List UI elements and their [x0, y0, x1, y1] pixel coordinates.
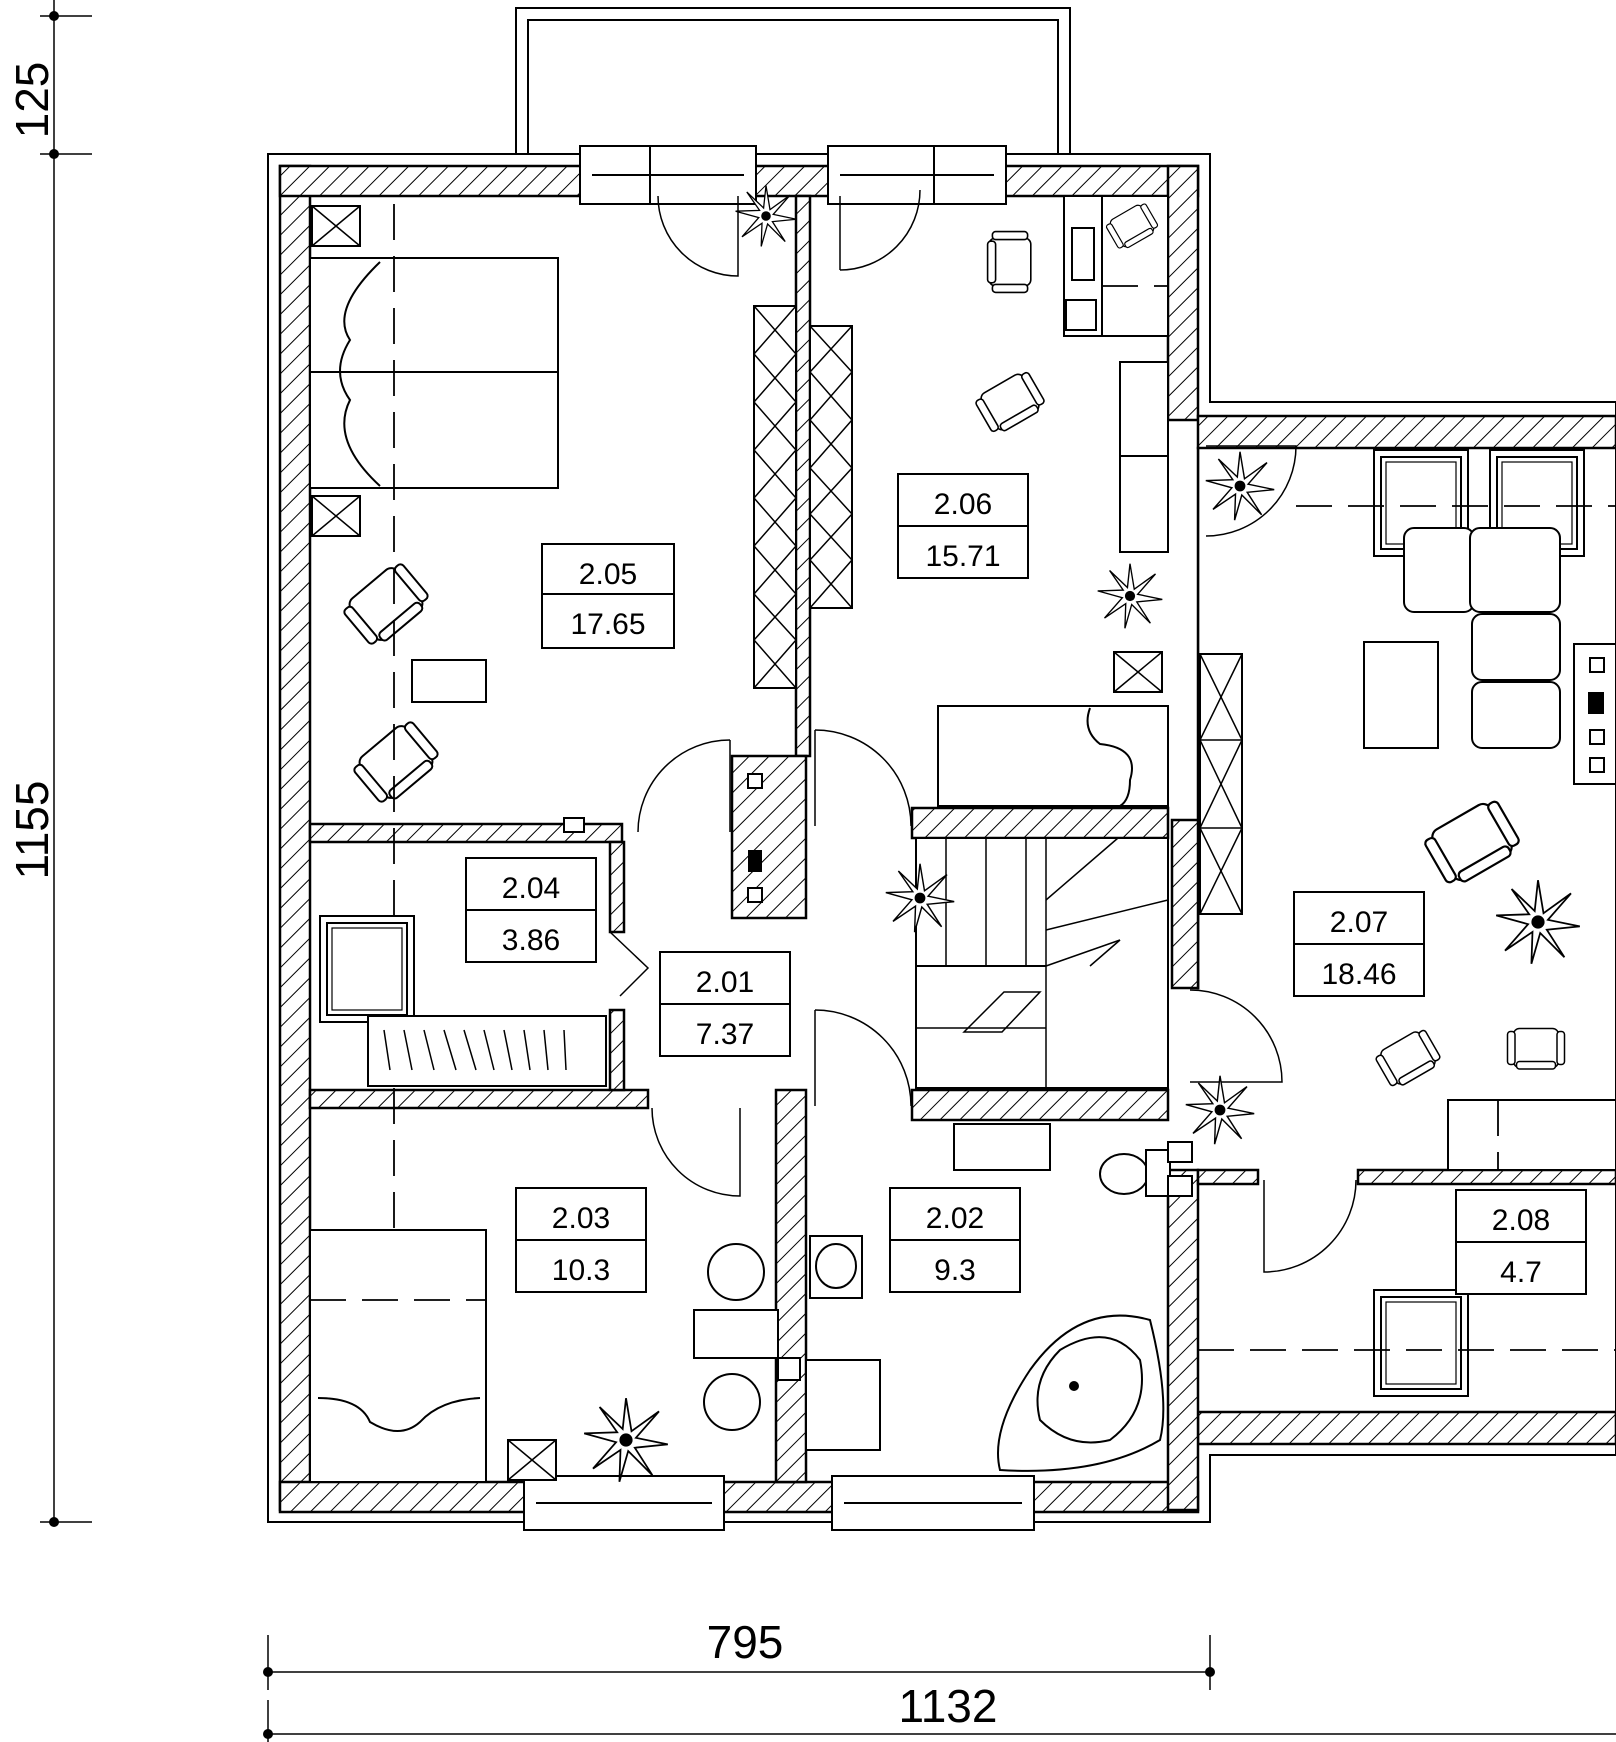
staircase	[885, 837, 1169, 1089]
room-number: 2.08	[1492, 1204, 1550, 1237]
room-label-2-03: 2.03 10.3	[515, 1187, 647, 1293]
room-number: 2.06	[934, 488, 992, 521]
dimension-795: 795	[707, 1616, 784, 1668]
room-area: 9.3	[934, 1254, 976, 1287]
balcony	[515, 7, 1071, 155]
dimension-lines	[40, 0, 1616, 1742]
room-label-2-04: 2.04 3.86	[465, 857, 597, 963]
room-label-2-02: 2.02 9.3	[889, 1187, 1021, 1293]
room-2-08-furniture	[1198, 1289, 1616, 1397]
room-number: 2.07	[1330, 906, 1388, 939]
room-2-06-furniture	[734, 184, 1169, 807]
room-label-2-05: 2.05 17.65	[541, 543, 675, 649]
windows	[523, 145, 1035, 1531]
room-number: 2.04	[502, 872, 560, 905]
room-2-02-furniture	[777, 1123, 1193, 1472]
room-area: 4.7	[1500, 1256, 1542, 1289]
room-2-07-furniture	[1185, 449, 1616, 1171]
room-label-2-07: 2.07 18.46	[1293, 891, 1425, 997]
room-label-2-08: 2.08 4.7	[1455, 1189, 1587, 1295]
room-2-03-furniture	[309, 1229, 779, 1483]
chimney	[747, 773, 763, 903]
room-number: 2.02	[926, 1202, 984, 1235]
exterior-walls	[278, 164, 1616, 1514]
room-area: 17.65	[570, 608, 645, 641]
room-2-05-furniture	[309, 204, 559, 1482]
interior-walls	[308, 194, 1616, 1484]
room-number: 2.03	[552, 1202, 610, 1235]
dimension-1132: 1132	[899, 1680, 998, 1732]
doors	[609, 189, 1357, 1273]
room-label-2-06: 2.06 15.71	[897, 473, 1029, 579]
room-number: 2.01	[696, 966, 754, 999]
room-area: 3.86	[502, 924, 560, 957]
wardrobes	[752, 305, 1243, 915]
dimension-125: 125	[6, 62, 58, 139]
room-area: 7.37	[696, 1018, 754, 1051]
room-area: 18.46	[1321, 958, 1396, 991]
room-number: 2.05	[579, 558, 637, 591]
room-area: 15.71	[925, 540, 1000, 573]
room-label-2-01: 2.01 7.37	[659, 951, 791, 1057]
room-2-04-furniture	[319, 817, 607, 1087]
room-area: 10.3	[552, 1254, 610, 1287]
dimension-1155: 1155	[6, 781, 58, 880]
